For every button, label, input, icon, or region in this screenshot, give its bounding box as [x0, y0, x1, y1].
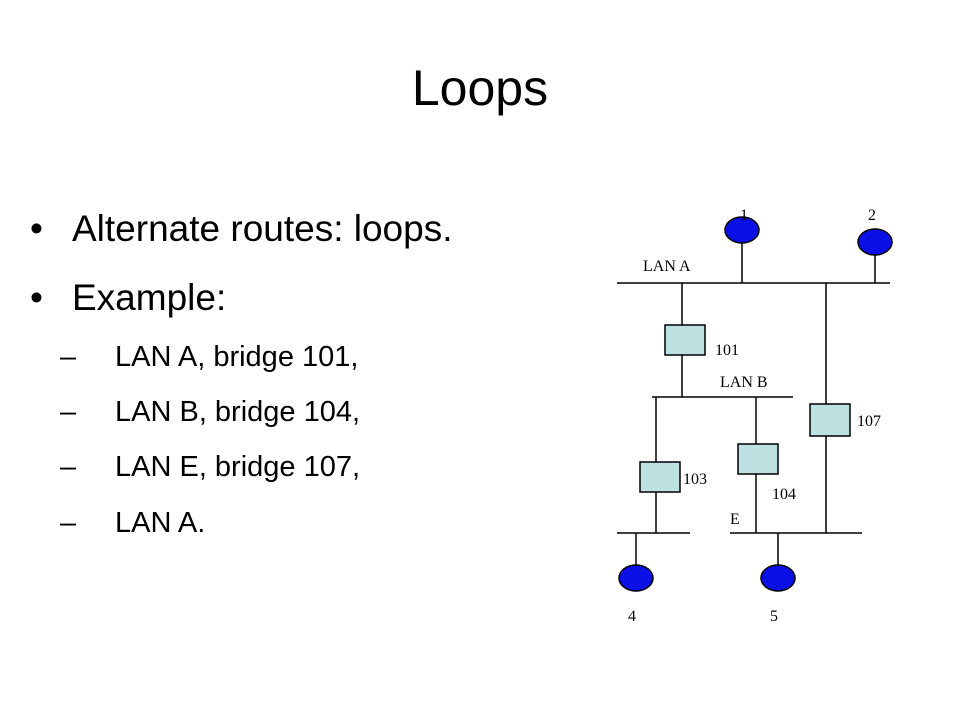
bullet-list: • Alternate routes: loops. • Example: – …	[30, 208, 453, 539]
sub-bullet-text: LAN A.	[115, 507, 206, 539]
host-4-label: 4	[628, 608, 636, 625]
sub-bullet-marker: –	[60, 341, 77, 373]
host-5	[760, 564, 796, 592]
bridge-104	[737, 443, 779, 475]
host-1-label: 1	[740, 207, 748, 224]
lan-b-label: LAN B	[720, 374, 768, 391]
host-1	[724, 216, 760, 244]
sub-bullet-marker: –	[60, 396, 77, 428]
host-5-label: 5	[770, 608, 778, 625]
bullet-marker: •	[30, 208, 43, 249]
sub-bullet-marker: –	[60, 507, 77, 539]
bullet-text: Example:	[72, 277, 227, 318]
sub-bullet-text: LAN E, bridge 107,	[115, 451, 361, 483]
bridge-101-label: 101	[715, 342, 739, 359]
sub-bullet-text: LAN B, bridge 104,	[115, 396, 361, 428]
sub-bullet-text: LAN A, bridge 101,	[115, 341, 359, 373]
bridge-104-label: 104	[772, 486, 796, 503]
bullet-text: Alternate routes: loops.	[72, 208, 453, 249]
lan-e-label: E	[730, 511, 740, 528]
bridge-101	[664, 324, 706, 356]
bridge-103-label: 103	[683, 471, 707, 488]
host-2	[857, 228, 893, 256]
sub-bullet-marker: –	[60, 451, 77, 483]
bridge-107-label: 107	[857, 413, 881, 430]
bridge-103	[639, 461, 681, 493]
lan-a-label: LAN A	[643, 258, 691, 275]
bullet-marker: •	[30, 277, 43, 318]
host-2-label: 2	[868, 207, 876, 224]
host-4	[618, 564, 654, 592]
slide-title: Loops	[411, 60, 549, 116]
bridge-107	[809, 403, 851, 437]
